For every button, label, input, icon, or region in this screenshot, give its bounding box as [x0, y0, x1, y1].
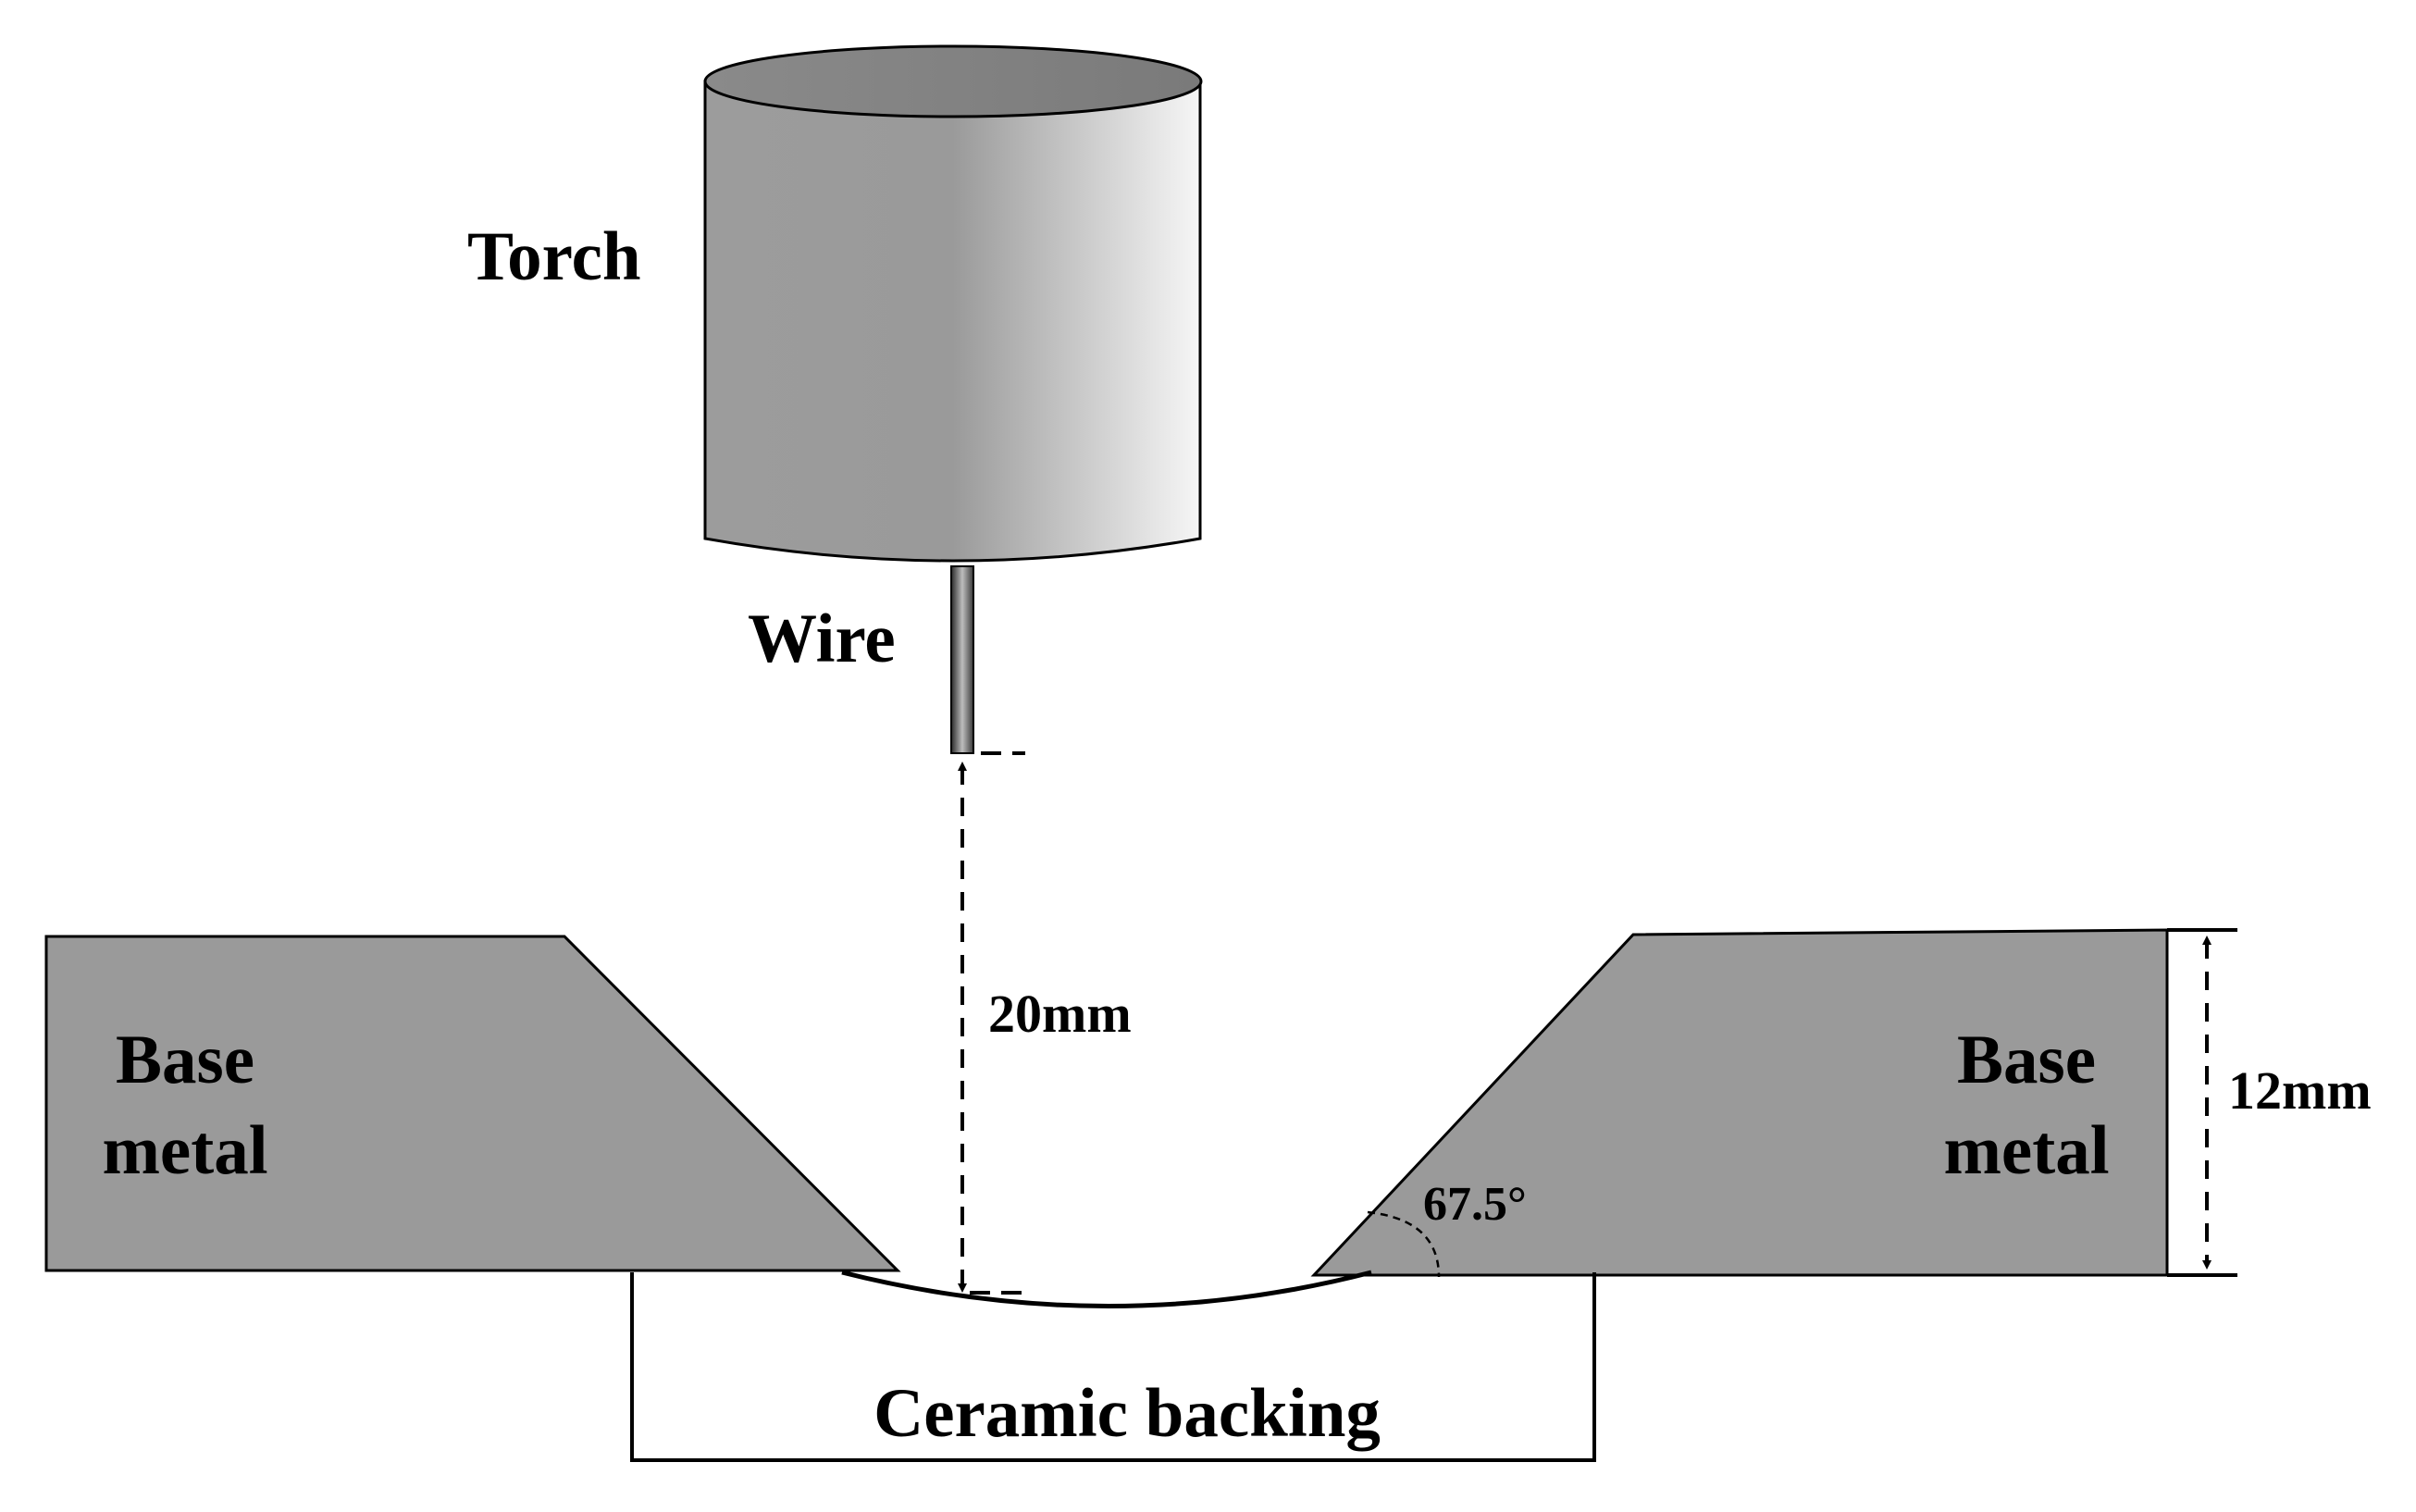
groove-angle-label: 67.5° — [1423, 1178, 1527, 1231]
wire — [950, 565, 974, 754]
wire-label: Wire — [748, 601, 896, 677]
torch — [703, 44, 1203, 563]
torch-body — [703, 80, 1202, 563]
torch-top — [703, 44, 1203, 118]
torch-label: Torch — [467, 218, 641, 295]
base-metal-left-label-line1: Base — [116, 1022, 254, 1098]
ceramic-backing — [630, 1272, 1596, 1462]
base-metal-right-label-line2: metal — [1943, 1112, 2109, 1189]
base-metal-left-label-line2: metal — [102, 1112, 267, 1189]
weld-bead — [841, 1270, 1372, 1308]
thickness-dimension-label: 12mm — [2228, 1060, 2372, 1121]
thickness-dimension — [2167, 928, 2237, 1277]
gap-dimension-label: 20mm — [988, 984, 1132, 1044]
gap-dimension — [958, 751, 1029, 1295]
base-metal-right-label-line1: Base — [1957, 1022, 2096, 1098]
ceramic-backing-label: Ceramic backing — [873, 1375, 1381, 1452]
base-metal-left — [44, 935, 901, 1272]
groove-angle-arc — [1367, 1210, 1441, 1278]
